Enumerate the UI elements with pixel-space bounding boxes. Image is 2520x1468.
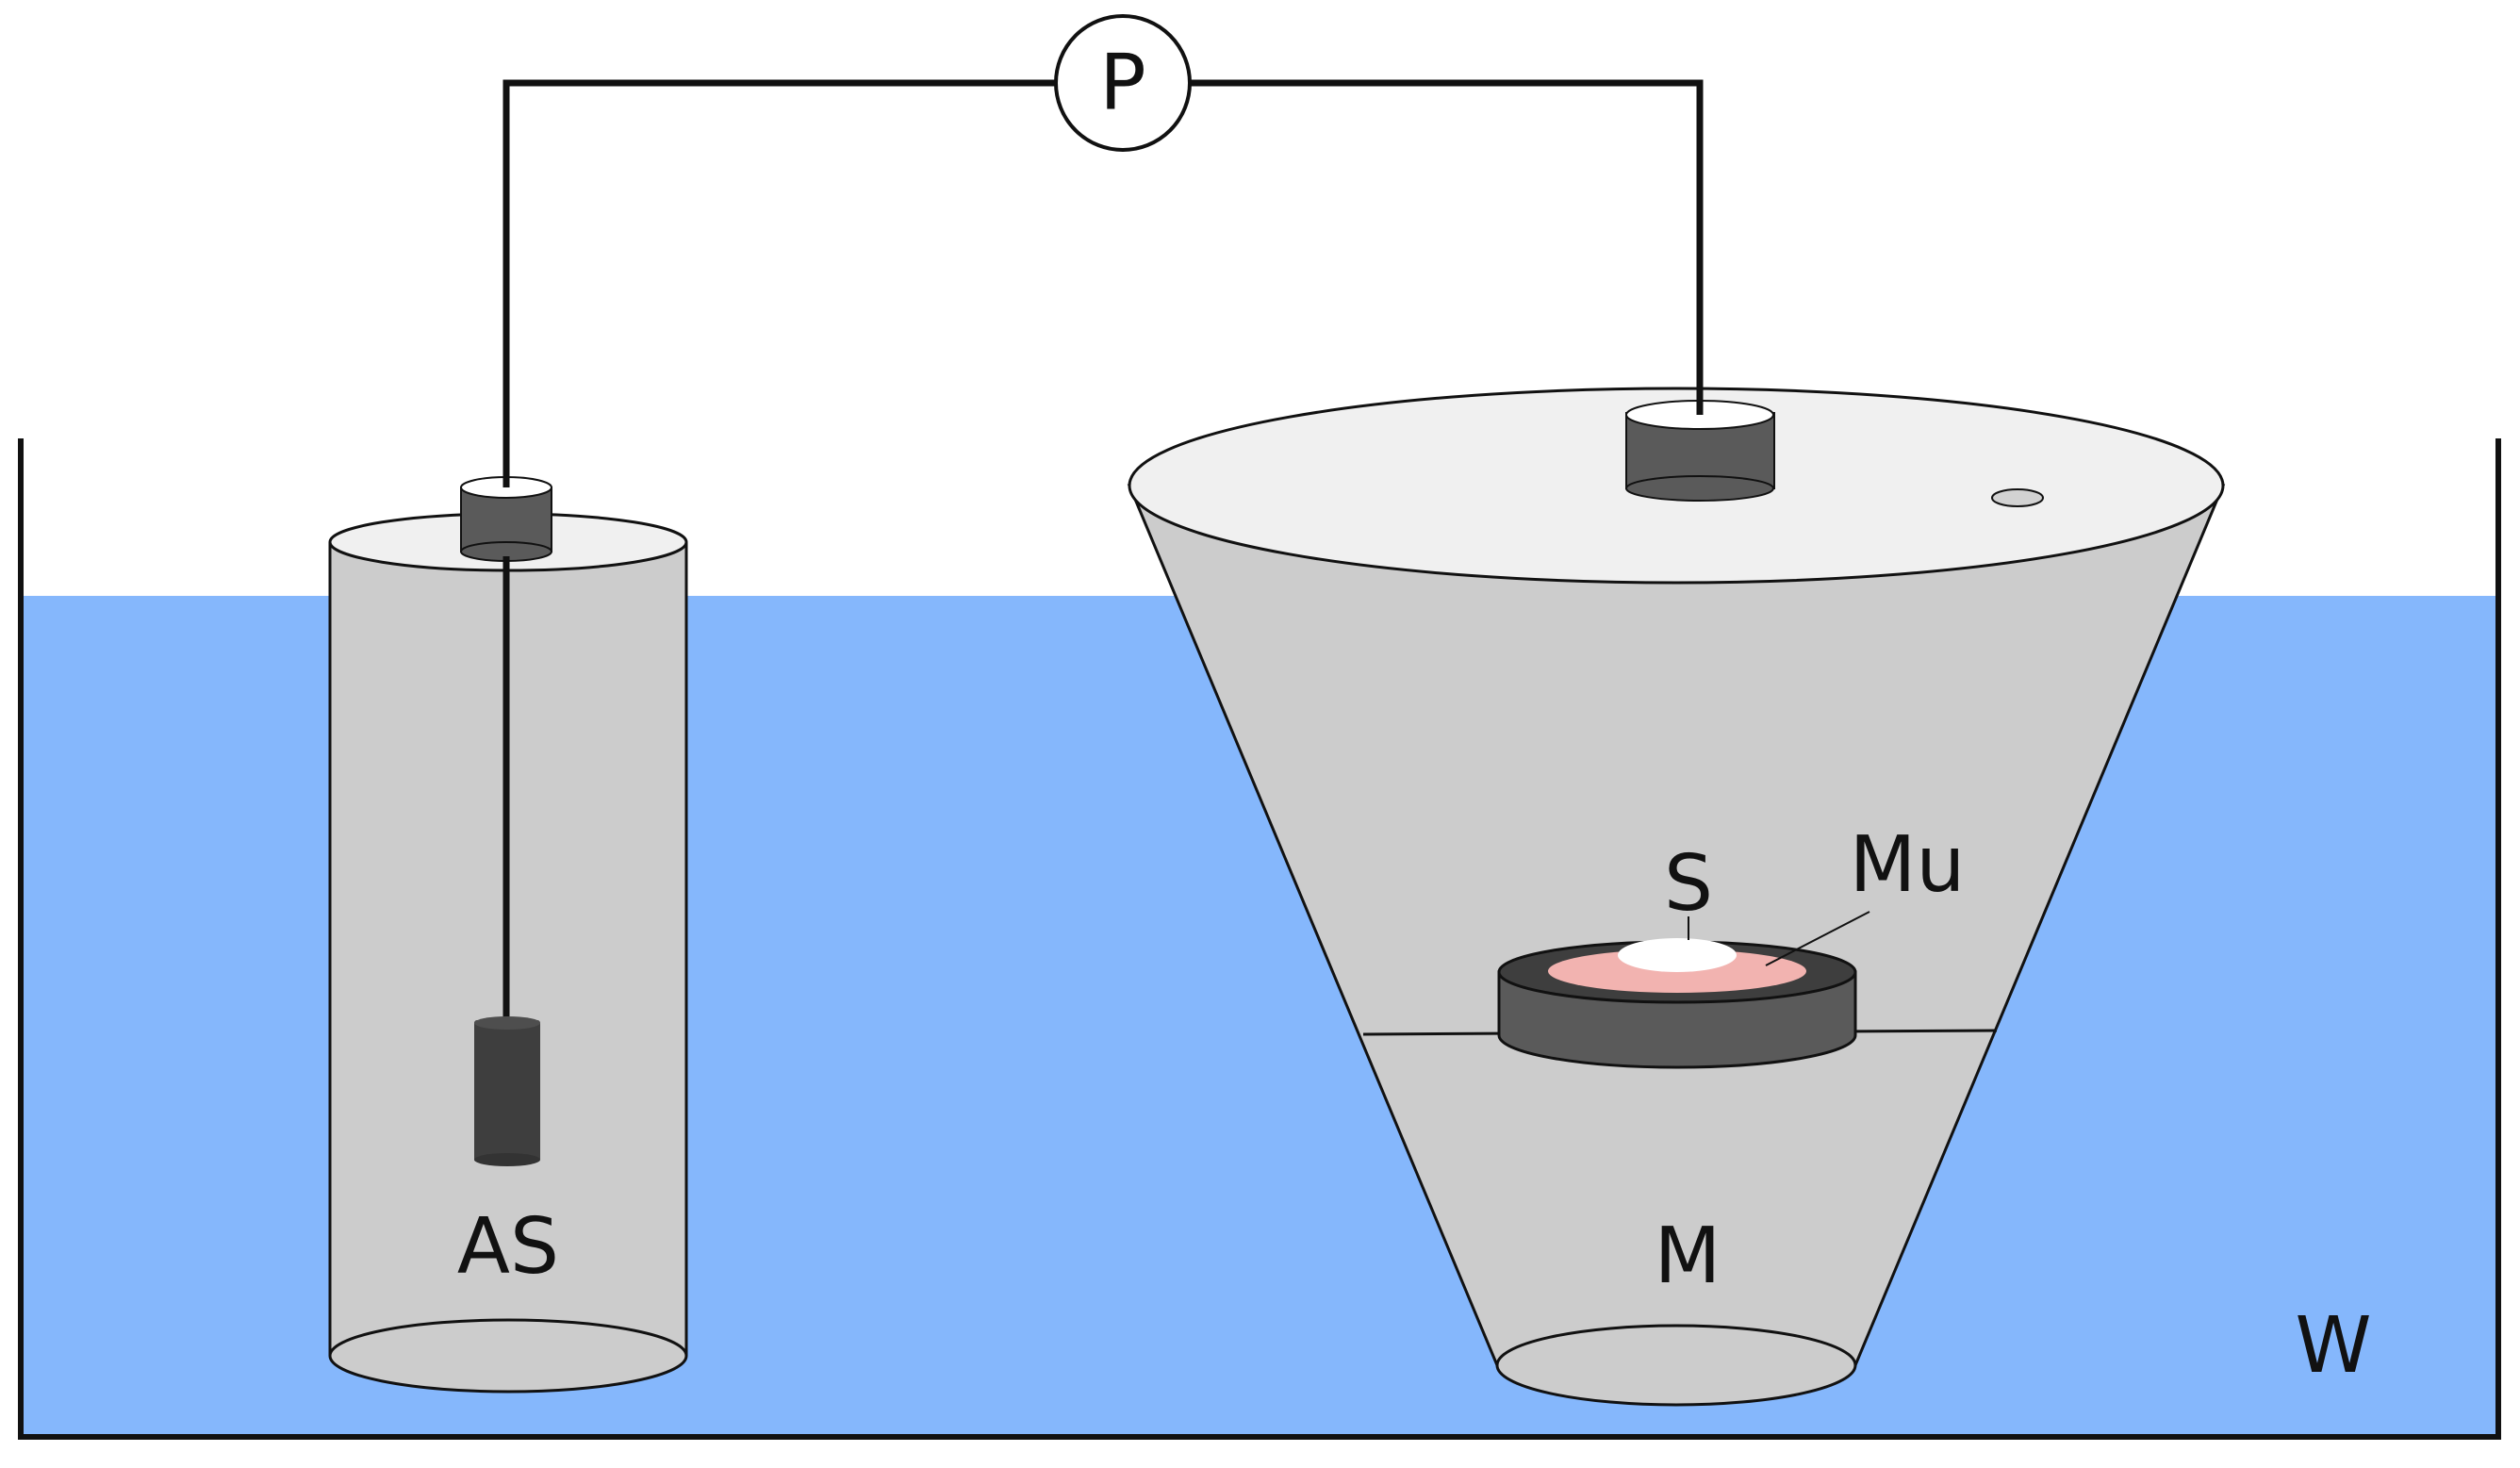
main-vessel-label: M: [1655, 1212, 1721, 1301]
sample-label: S: [1664, 839, 1713, 929]
circuit-wire: [502, 79, 1704, 487]
pump-label: P: [1099, 39, 1145, 128]
pump-symbol: [1054, 14, 1192, 152]
vent-hole: [1991, 488, 2044, 507]
anode-chamber-label: AS: [457, 1202, 559, 1292]
water-bath-outline: [18, 438, 2501, 1440]
membrane-label: Mu: [1850, 820, 1966, 910]
anode-electrode: [474, 1020, 540, 1162]
water-bath-label: W: [2295, 1301, 2371, 1391]
main-vessel: [1127, 387, 2226, 1407]
anode-chamber: [328, 476, 688, 1394]
sample-disc: [1618, 938, 1737, 972]
anode-chamber-bottom: [328, 1318, 688, 1394]
main-vessel-bottom: [1495, 1324, 1857, 1407]
